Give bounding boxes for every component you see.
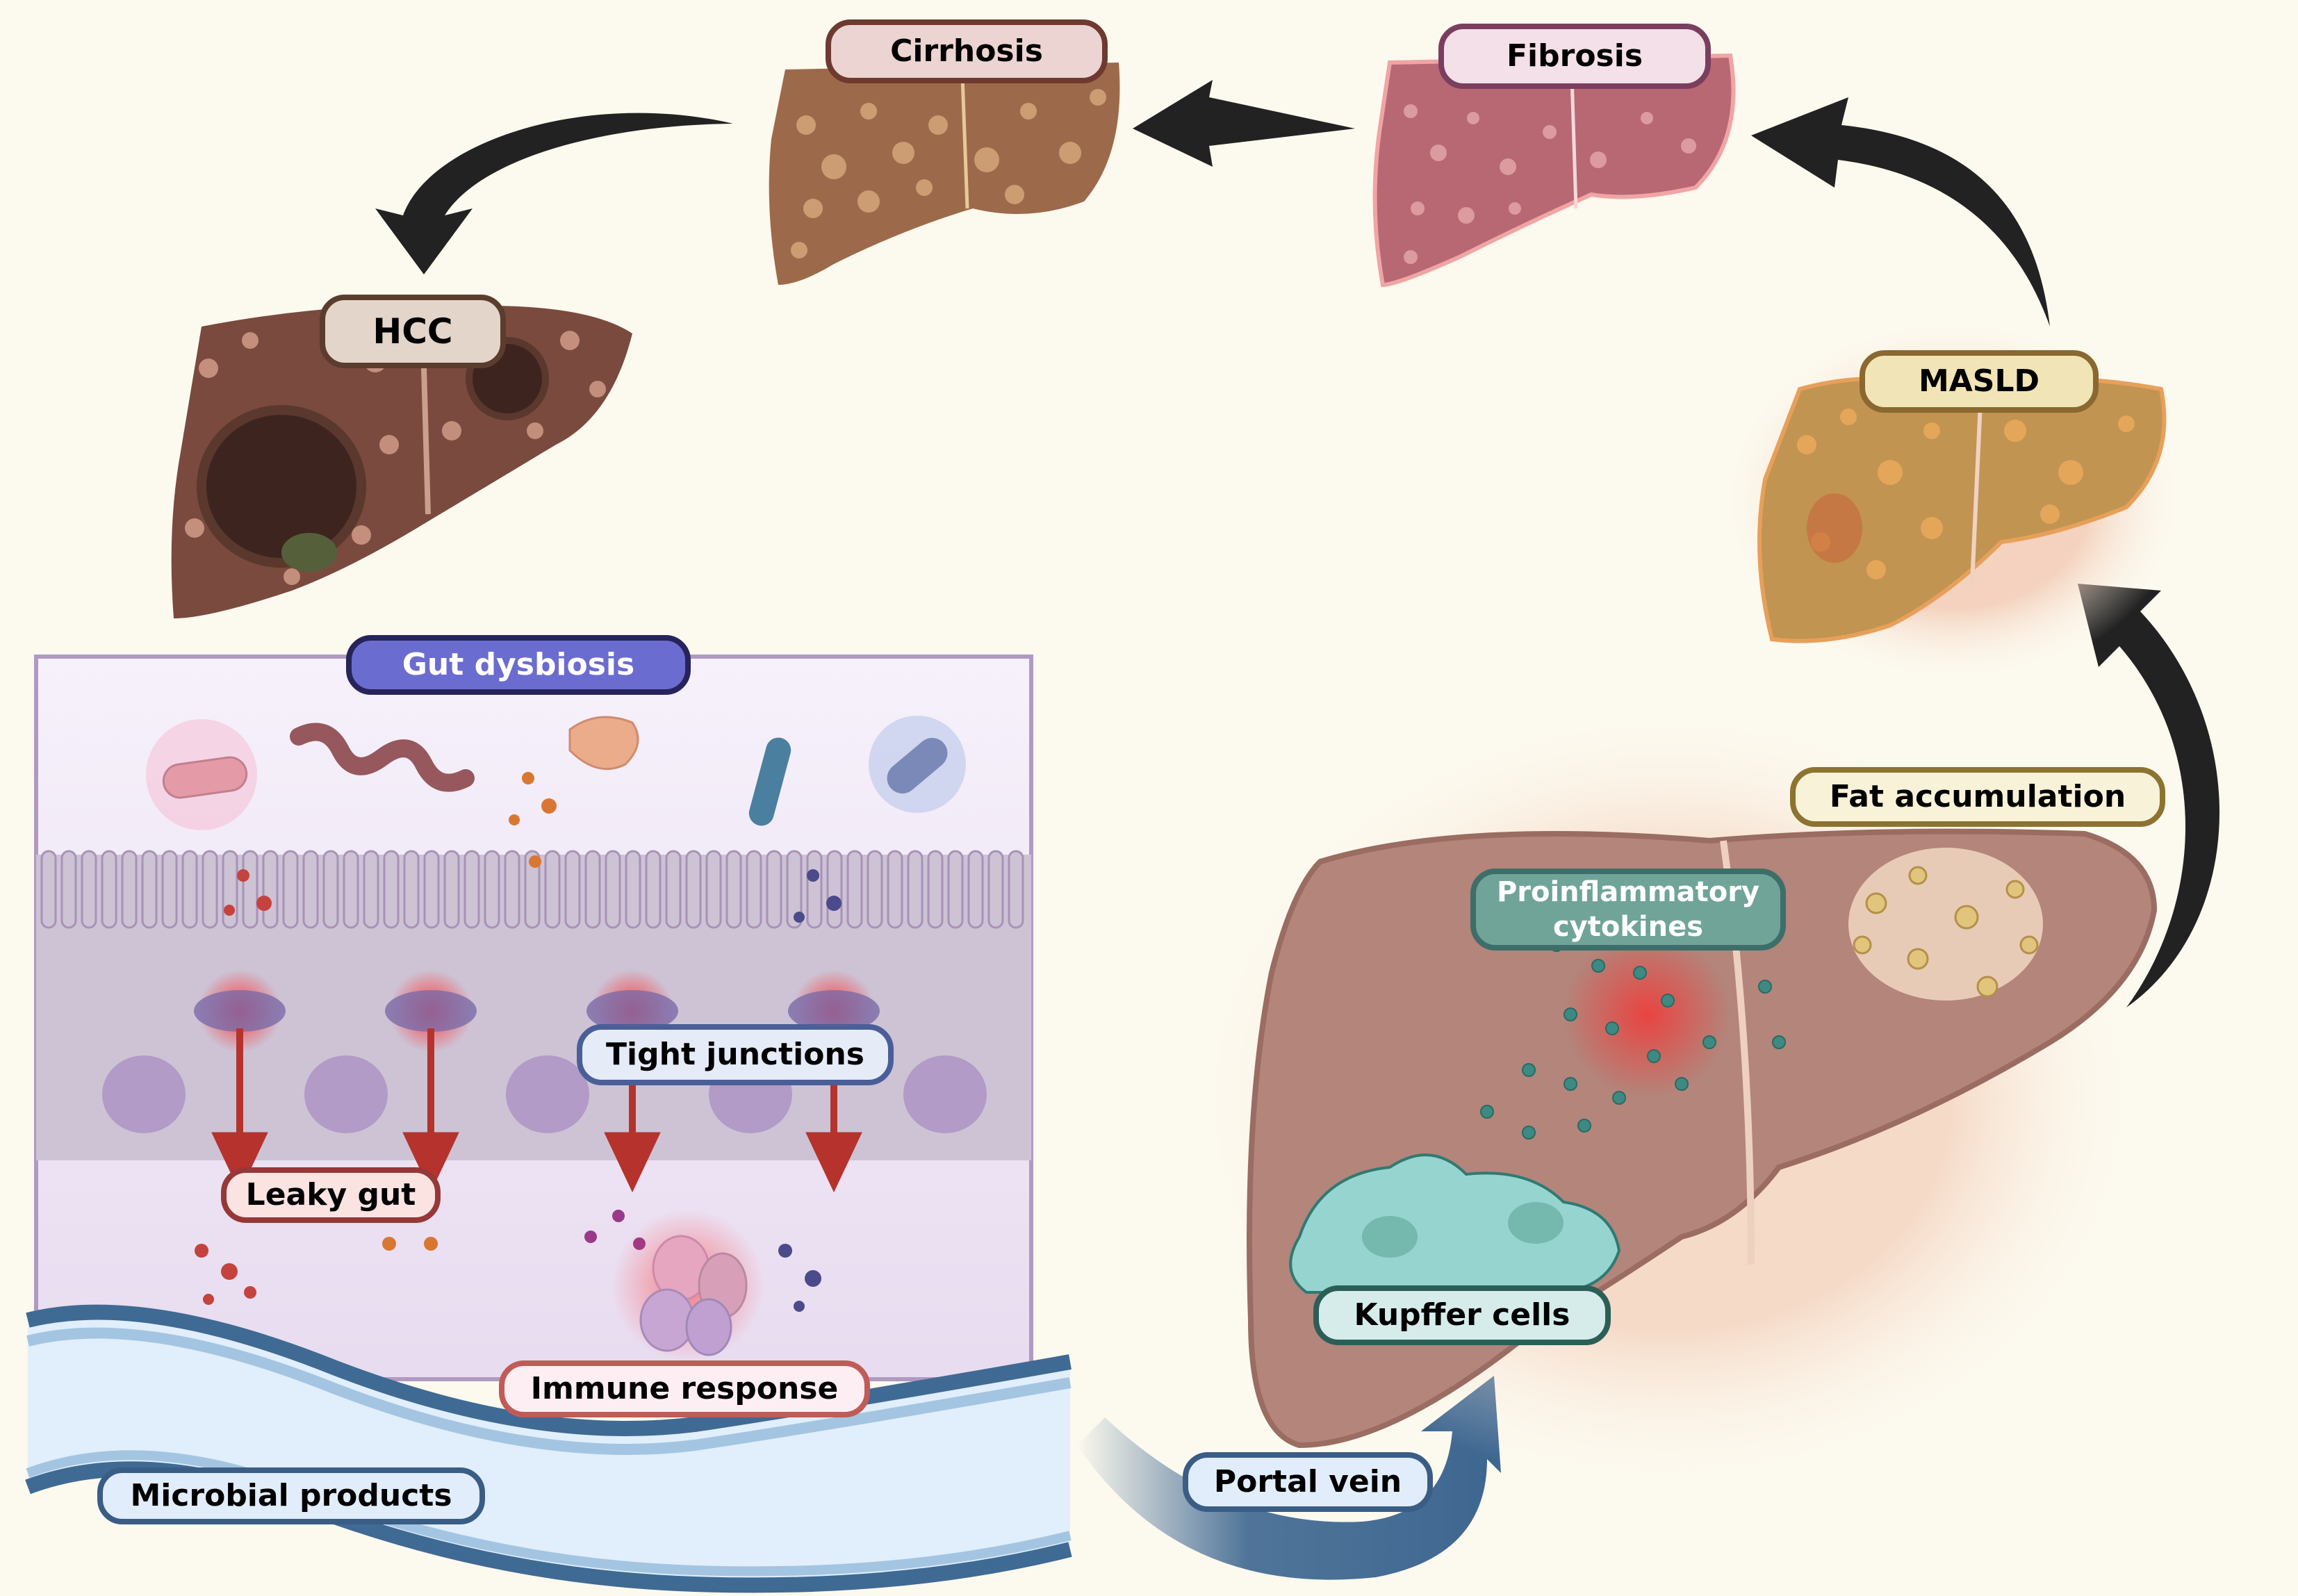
stage-label-masld: MASLD (1860, 350, 2099, 413)
microvillus (705, 850, 722, 929)
microvillus (121, 850, 138, 929)
leaky-gut-label: Leaky gut (221, 1167, 441, 1223)
microvillus (343, 850, 359, 929)
tight-junctions-label: Tight junctions (577, 1024, 894, 1085)
microbial-particles (195, 772, 842, 1312)
microvillus (806, 850, 823, 929)
microvillus (302, 850, 319, 929)
fat-accumulation-label: Fat accumulation (1790, 767, 2165, 827)
microvillus (987, 850, 1004, 929)
immune-cells (612, 1209, 764, 1362)
cirrhosis-liver-illustration (769, 63, 1120, 285)
microvillus (907, 850, 924, 929)
microvillus (786, 850, 803, 929)
microvillus (584, 850, 601, 929)
microvillus (665, 850, 682, 929)
fat-droplets (1848, 848, 2043, 1001)
microvillus (181, 850, 198, 929)
microvillus (544, 850, 561, 929)
tight-junction-clusters (194, 969, 880, 1053)
microvillus (262, 850, 279, 929)
stage-label-hcc: HCC (320, 295, 506, 368)
microvillus (423, 850, 440, 929)
microvillus (282, 850, 299, 929)
arrow-cirrhosis-to-hcc (375, 113, 733, 274)
arrow-fibrosis-to-cirrhosis (1133, 80, 1355, 167)
microvillus (141, 850, 158, 929)
microvillus (222, 850, 238, 929)
microvillus (463, 850, 480, 929)
fibrosis-liver-illustration (1372, 53, 1736, 288)
microvillus (60, 850, 77, 929)
microvillus (40, 850, 57, 929)
microvillus (927, 850, 944, 929)
microvillus (504, 850, 520, 929)
microvillus (846, 850, 863, 929)
microvillus (645, 850, 662, 929)
proinflammatory-cytokines-label: Proinflammatory cytokines (1470, 869, 1786, 951)
portal-vein-arrow (1077, 1376, 1501, 1580)
microvillus (766, 850, 782, 929)
microvillus (403, 850, 420, 929)
microvillus (161, 850, 178, 929)
microvillus (564, 850, 581, 929)
microvillus (685, 850, 702, 929)
bacteria (146, 716, 966, 830)
microvillus (605, 850, 621, 929)
microvillus (363, 850, 379, 929)
stage-label-fibrosis: Fibrosis (1438, 24, 1711, 89)
portal-vein-label: Portal vein (1183, 1452, 1433, 1512)
microbial-products-label: Microbial products (97, 1467, 485, 1524)
microvillus (202, 850, 218, 929)
gut-dysbiosis-label: Gut dysbiosis (346, 635, 691, 695)
microvillus (867, 850, 883, 929)
microvillus (746, 850, 762, 929)
arrow-fat-to-masld (2078, 584, 2220, 1007)
microvillus (484, 850, 500, 929)
microvillus (443, 850, 460, 929)
microvillus (383, 850, 400, 929)
microvillus (81, 850, 97, 929)
immune-response-label: Immune response (499, 1360, 870, 1417)
gut-panel (34, 655, 1033, 1381)
microvillus (947, 850, 964, 929)
microvillus (1008, 850, 1024, 929)
microvillus (242, 850, 258, 929)
microvillus (725, 850, 742, 929)
stage-label-cirrhosis: Cirrhosis (826, 19, 1108, 83)
microvillus (826, 850, 843, 929)
microvillus (101, 850, 117, 929)
microvillus (887, 850, 903, 929)
arrow-masld-to-fibrosis (1751, 97, 2050, 327)
microvillus (967, 850, 984, 929)
microvillus (625, 850, 641, 929)
microvillus (322, 850, 339, 929)
microvillus (524, 850, 541, 929)
leak-arrows (211, 1028, 862, 1193)
kupffer-cells-label: Kupffer cells (1313, 1285, 1611, 1345)
